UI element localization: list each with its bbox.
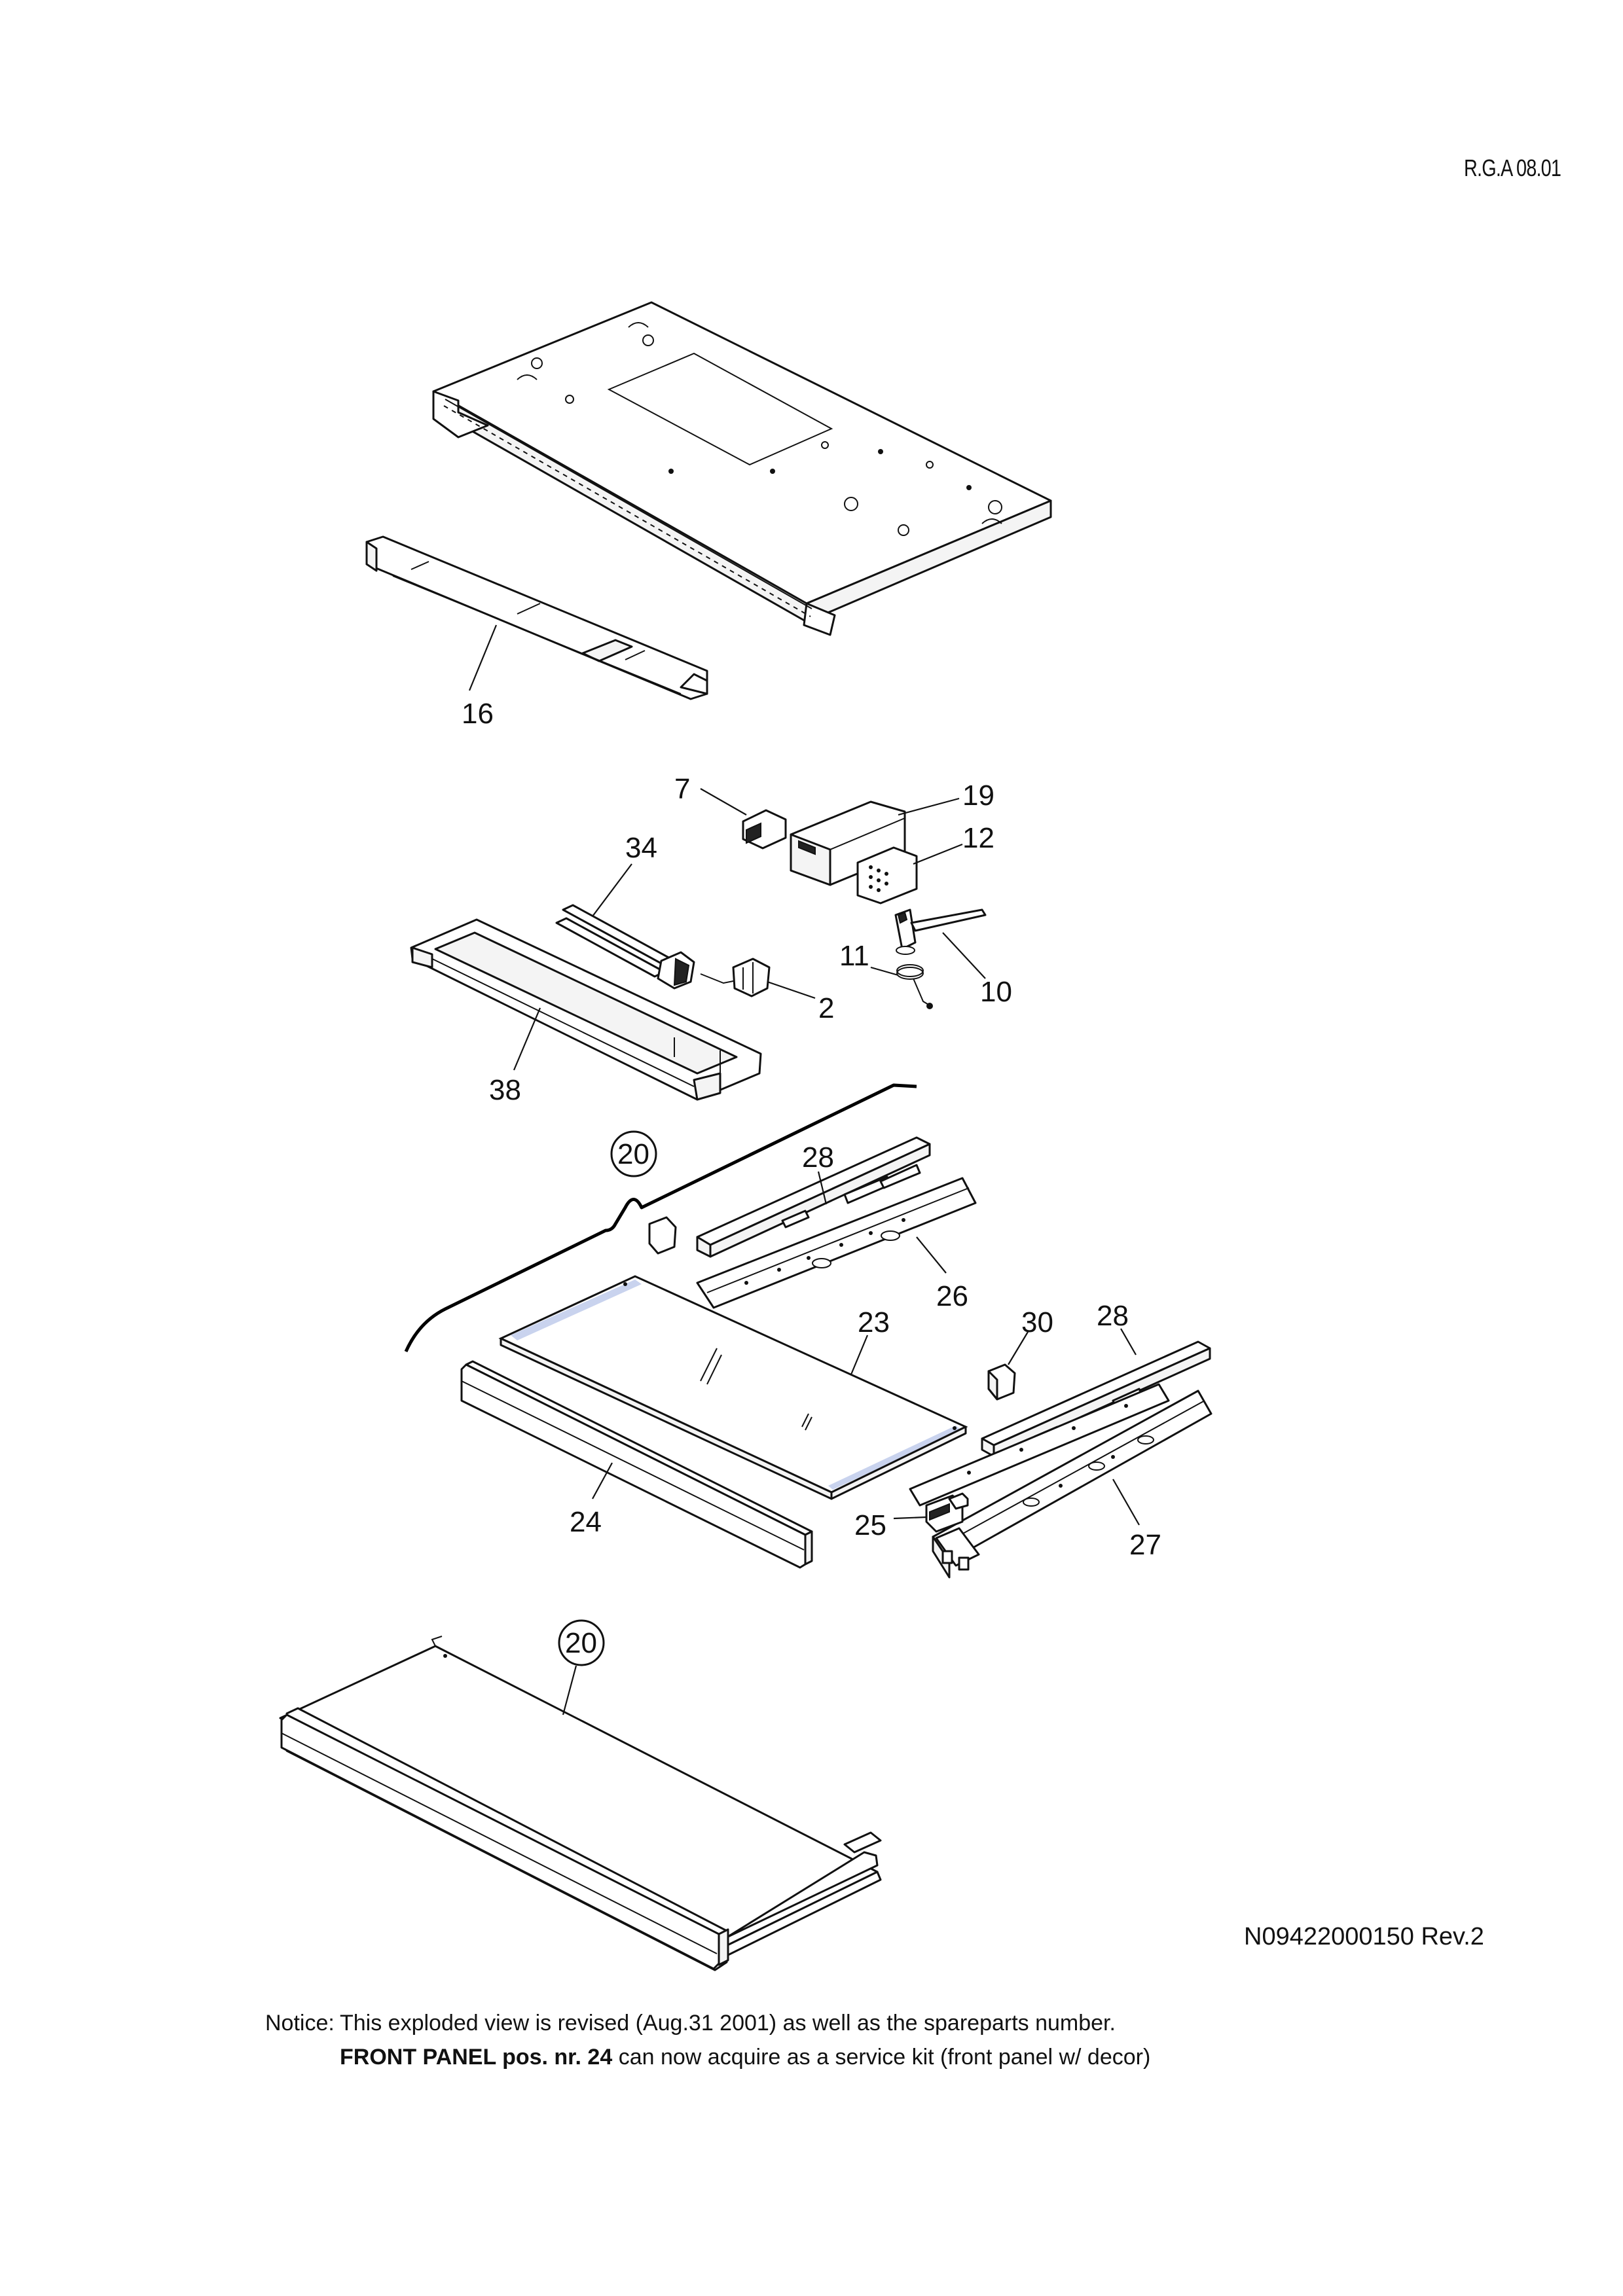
callout-23: 23 [858,1306,890,1338]
callout-28-upper: 28 [802,1141,834,1174]
callout-30: 30 [1021,1306,1053,1338]
document-number: N09422000150 Rev.2 [1244,1923,1484,1950]
part-26-rail-bracket [696,1177,977,1309]
notice-text-1: This exploded view is revised (Aug.31 20… [340,2011,1116,2036]
reference-code: R.G.A 08.01 [1463,154,1561,181]
part-28-lower-rail [981,1340,1211,1458]
callout-11: 11 [839,940,869,972]
notice-text-2: can now acquire as a service kit (front … [612,2045,1151,2070]
callout-20-upper: 20 [610,1130,657,1177]
callout-12: 12 [962,822,994,854]
clip-upper [648,1216,677,1255]
callout-38: 38 [489,1074,521,1106]
notice-label: Notice: [265,2011,335,2036]
part-11-spring [896,964,933,1009]
callout-7: 7 [674,773,690,805]
callout-28-lower: 28 [1097,1300,1129,1332]
callout-2: 2 [818,992,834,1024]
right-bracket-plate [909,1383,1170,1507]
part-25-latch [925,1492,969,1533]
callout-19: 19 [962,780,994,812]
part-27-rail-bracket [932,1390,1213,1579]
notice-row-2: FRONT PANEL pos. nr. 24 can now acquire … [265,2040,1150,2074]
part-20-drawer-assembly [279,1636,882,1971]
part-28-upper-rail [696,1136,931,1258]
part-30-clip [987,1363,1016,1401]
part-10-switch-lever [894,908,987,955]
svg-text:20: 20 [617,1138,649,1170]
callout-34: 34 [625,832,657,864]
part-16-filter-frame [365,535,708,700]
part-24-front-panel [460,1360,813,1569]
part-12-switch-block [856,846,918,905]
callout-26: 26 [936,1280,968,1312]
callout-27: 27 [1129,1529,1161,1561]
hood-housing [432,301,1052,636]
part-38-lamp-tray [410,918,762,1101]
part-7-starter [742,809,787,850]
notice-block: Notice:This exploded view is revised (Au… [265,2006,1150,2074]
notice-bold-text: FRONT PANEL pos. nr. 24 [340,2045,613,2070]
callout-20-lower: 20 [558,1619,605,1666]
callout-25: 25 [854,1509,886,1541]
callout-24: 24 [570,1506,602,1538]
part-2-socket [700,958,771,997]
part-23-glass-panel [498,1275,968,1500]
callout-10: 10 [980,976,1012,1008]
group-20-outline [404,1083,917,1353]
callout-16: 16 [462,698,494,730]
svg-text:20: 20 [565,1627,597,1659]
part-34-lamp [555,904,695,990]
notice-row-1: Notice:This exploded view is revised (Au… [265,2006,1150,2040]
